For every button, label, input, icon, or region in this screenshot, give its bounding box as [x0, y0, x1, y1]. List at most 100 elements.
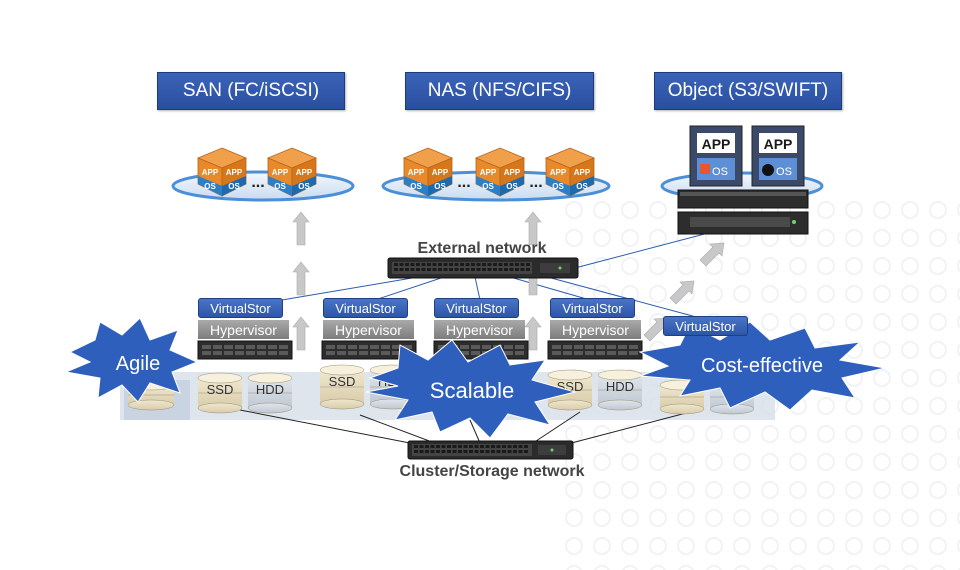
switch-port: [452, 450, 457, 453]
vm-app-label: APP: [432, 168, 449, 177]
switch-port: [480, 450, 484, 453]
ssd-label: SSD: [207, 382, 234, 397]
virtualstor-label-2: VirtualStor: [323, 298, 408, 318]
switch-port: [487, 268, 492, 271]
up-arrows: [292, 211, 725, 351]
switch-port: [454, 263, 459, 266]
vm-os-label: OS: [298, 182, 310, 191]
switch-port: [513, 445, 517, 448]
switch-port: [465, 263, 470, 266]
agile-burst: [64, 317, 199, 403]
switch-port: [436, 445, 440, 448]
switch-port: [496, 450, 501, 453]
vm-ellipsis: ...: [251, 174, 264, 191]
hypervisor-label-1: Hypervisor: [198, 320, 289, 339]
switch-port: [474, 450, 479, 453]
vm-os-label: OS: [576, 182, 588, 191]
switch-port: [454, 268, 459, 271]
switch-port: [460, 268, 464, 271]
scalable-label: Scalable: [430, 378, 514, 403]
hdd-label: HDD: [256, 382, 284, 397]
hypervisor-label-3: Hypervisor: [434, 320, 525, 339]
switch-port: [474, 445, 479, 448]
switch-port: [509, 263, 514, 266]
virtualstor-label-3: VirtualStor: [434, 298, 519, 318]
vm-os-label: OS: [228, 182, 240, 191]
disk-cylinder-icon: [197, 372, 243, 414]
vm-app-label: APP: [272, 168, 289, 177]
switch-port: [447, 450, 451, 453]
switch-port: [493, 263, 497, 266]
switch-port: [491, 450, 495, 453]
switch-port: [425, 445, 429, 448]
switch-port: [465, 268, 470, 271]
disk-cylinder-icon: [319, 364, 365, 410]
vm-app-label: APP: [574, 168, 591, 177]
switch-port: [416, 263, 420, 266]
switch-port: [518, 445, 523, 448]
switch-port: [485, 450, 490, 453]
object-os-label-2: OS: [776, 166, 792, 178]
switch-port: [427, 263, 431, 266]
cost-effective-label: Cost-effective: [701, 355, 823, 377]
switch-port: [515, 268, 519, 271]
switch-port: [458, 445, 462, 448]
switch-port: [449, 263, 453, 266]
switch-port: [458, 450, 462, 453]
vm-os-label: OS: [482, 182, 494, 191]
switch-port: [438, 268, 442, 271]
disk-cylinder-icon: [659, 379, 705, 415]
virtualstor-label-5: VirtualStor: [663, 316, 748, 336]
cluster-switch-ports: [414, 445, 528, 453]
vm-os-label: OS: [506, 182, 518, 191]
switch-port: [493, 268, 497, 271]
switch-port: [414, 450, 418, 453]
switch-port: [394, 268, 398, 271]
disk-cylinder-icon: [247, 372, 293, 414]
object-server-icon: [677, 125, 809, 235]
switch-port: [447, 445, 451, 448]
switch-port: [421, 263, 426, 266]
switch-port: [476, 263, 481, 266]
hypervisor-label-2: Hypervisor: [323, 320, 414, 339]
switch-port: [469, 445, 473, 448]
switch-port: [410, 263, 415, 266]
switch-port: [443, 263, 448, 266]
switch-port: [416, 268, 420, 271]
switch-port: [520, 268, 525, 271]
virtualstor-label-4: VirtualStor: [550, 298, 635, 318]
switch-port: [524, 445, 528, 448]
switch-port: [438, 263, 442, 266]
switch-port: [430, 450, 435, 453]
vm-ellipsis: ...: [529, 174, 542, 191]
vm-app-label: APP: [296, 168, 313, 177]
switch-port: [507, 450, 512, 453]
switch-port: [526, 263, 530, 266]
switch-port: [485, 445, 490, 448]
switch-port: [471, 263, 475, 266]
external-switch-ports: [394, 263, 530, 271]
switch-port: [496, 445, 501, 448]
switch-port: [520, 263, 525, 266]
san-service-box: SAN (FC/iSCSI): [157, 72, 345, 110]
switch-port: [399, 268, 404, 271]
switch-port: [419, 450, 424, 453]
switch-port: [524, 450, 528, 453]
cluster-network-label: Cluster/Storage network: [400, 463, 585, 480]
switch-port: [504, 263, 508, 266]
disk-cylinder-icon: [597, 369, 643, 411]
switch-port: [430, 445, 435, 448]
switch-port: [421, 268, 426, 271]
switch-port: [515, 263, 519, 266]
switch-port: [509, 268, 514, 271]
nas-service-box: NAS (NFS/CIFS): [405, 72, 594, 110]
switch-port: [443, 268, 448, 271]
vm-ellipsis: ...: [457, 174, 470, 191]
